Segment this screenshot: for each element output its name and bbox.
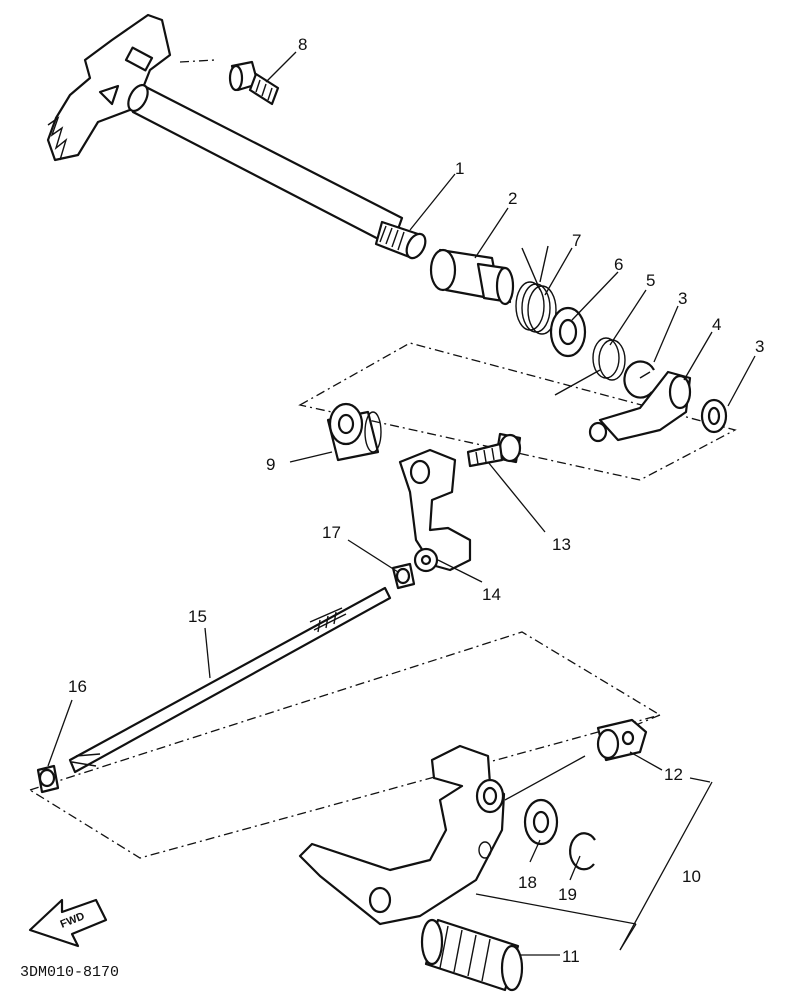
callout-2: 2 <box>508 189 517 208</box>
shift-arm <box>588 370 692 443</box>
callout-7: 7 <box>572 231 581 250</box>
group-outline-upper <box>179 59 216 63</box>
callout-10: 10 <box>682 867 701 886</box>
callout-13: 13 <box>552 535 571 554</box>
callout-3b: 3 <box>755 337 764 356</box>
nut-17 <box>391 562 416 590</box>
shift-pedal <box>298 744 506 926</box>
pedal-rubber <box>420 918 524 992</box>
stopper-bolt <box>228 60 280 106</box>
callout-6: 6 <box>614 255 623 274</box>
shift-rod <box>68 586 392 774</box>
callout-11: 11 <box>562 947 580 966</box>
callout-16: 16 <box>68 677 87 696</box>
spring-5 <box>554 337 626 396</box>
torsion-spring <box>515 245 557 335</box>
circlip-3b <box>700 398 728 434</box>
group-outline-lower <box>28 631 662 859</box>
callout-17: 17 <box>322 523 341 542</box>
callout-12: 12 <box>664 765 683 784</box>
callout-1: 1 <box>455 159 464 178</box>
washer-6 <box>549 306 587 358</box>
circlip-3a <box>623 360 655 399</box>
bolt-13 <box>466 432 522 468</box>
bearing <box>326 402 382 462</box>
callout-15: 15 <box>188 607 207 626</box>
callout-8: 8 <box>298 35 307 54</box>
callout-4: 4 <box>712 315 721 334</box>
joint-12 <box>596 718 648 762</box>
fwd-arrow-icon: FWD <box>28 898 108 948</box>
leader-lines <box>47 51 756 956</box>
shift-shaft <box>46 13 427 260</box>
callout-19: 19 <box>558 885 577 904</box>
group-outline-middle <box>298 342 737 481</box>
callout-9: 9 <box>266 455 275 474</box>
nut-16 <box>36 764 60 794</box>
circlip-19 <box>569 832 596 871</box>
drawing-code: 3DM010-8170 <box>20 964 119 981</box>
callout-18: 18 <box>518 873 537 892</box>
callout-14: 14 <box>482 585 501 604</box>
callout-labels: 1 2 3 3 4 5 6 7 8 9 10 11 12 13 14 15 16… <box>68 35 764 966</box>
washer-18 <box>523 798 559 846</box>
shift-link <box>398 448 472 573</box>
callout-3a: 3 <box>678 289 687 308</box>
callout-5: 5 <box>646 271 655 290</box>
collar <box>429 248 515 306</box>
